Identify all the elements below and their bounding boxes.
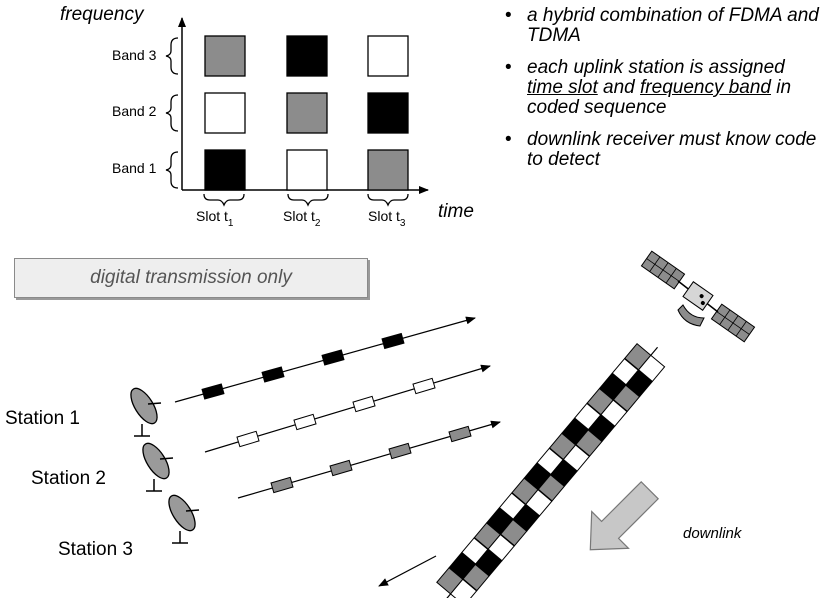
downlink-packet-black [587,414,616,442]
downlink-packet-white [600,399,628,427]
station-label: Station 2 [31,468,106,489]
slot-band-grid [204,35,409,191]
packet-gray [270,476,294,494]
bullet-item: a hybrid combination of FDMA and TDMA [505,6,823,46]
bullet-item: each uplink station is assigned time slo… [505,58,823,118]
packet-gray [329,459,353,477]
downlink-arrow-tip [378,555,437,587]
slot-cell-black [286,35,328,77]
bullet-item: downlink receiver must know code to dete… [505,130,823,170]
dish-antenna-icon [168,494,200,544]
band-brace [165,151,179,189]
bullet-text: and [597,77,641,98]
slot-label: Slot t3 [368,208,406,229]
bullet-text: downlink receiver must know code to dete… [527,129,817,170]
slot-cell-gray [204,35,246,77]
y-axis-label: frequency [60,4,145,25]
band-label: Band 1 [112,160,157,176]
slot-cell-white [367,35,409,77]
packet-gray [388,442,412,460]
packet-gray [448,425,472,443]
band-brace [165,37,179,75]
packet-black [321,349,345,366]
downlink-label: downlink [683,525,743,542]
downlink-stream [435,343,666,598]
slot-cell-black [367,92,409,134]
band-label: Band 3 [112,47,157,63]
dish-antenna-icon [142,442,174,492]
station-label: Station 3 [58,539,133,560]
slot-brace [367,193,409,207]
bullet-text: each uplink station is assigned [527,57,785,78]
band-label: Band 2 [112,103,157,119]
packet-white [352,395,376,413]
note-text: digital transmission only [90,267,292,288]
station-label: Station 1 [5,408,80,429]
bullet-text: in coded sequence [527,77,792,118]
bullet-text: a hybrid combination of FDMA and TDMA [527,5,819,46]
packet-black [381,332,405,350]
downlink-packet-gray [612,384,641,412]
uplink-path-3 [237,420,501,499]
downlink-arrow-icon [589,480,660,551]
packet-white [412,377,436,395]
bullet-text-underlined: frequency band [640,77,772,98]
bullet-text-underlined: time slot [527,77,598,98]
uplink-path-2 [204,364,491,453]
uplink-path-1 [174,316,476,403]
slot-label: Slot t2 [283,208,321,229]
slot-label: Slot t1 [196,208,234,229]
slot-cell-white [286,149,328,191]
slot-labels: Slot t1 Slot t2 Slot t3 [196,193,409,229]
x-axis-label: time [438,201,474,222]
packet-black [201,383,225,400]
slot-cell-white [204,92,246,134]
downlink-packet-white [637,354,666,383]
band-labels: Band 3 Band 2 Band 1 [112,37,179,189]
packet-black [261,366,285,383]
packet-white [236,430,260,448]
digital-transmission-note: digital transmission only [14,258,368,298]
satellite-icon [640,250,756,343]
slot-cell-black [204,149,246,191]
slot-cell-gray [367,149,409,191]
description-bullets: a hybrid combination of FDMA and TDMA ea… [505,6,823,182]
band-brace [165,94,179,132]
packet-white [293,413,317,431]
dish-antenna-icon [130,387,162,437]
slot-brace [287,193,329,207]
slot-cell-gray [286,92,328,134]
slot-brace [203,193,245,207]
